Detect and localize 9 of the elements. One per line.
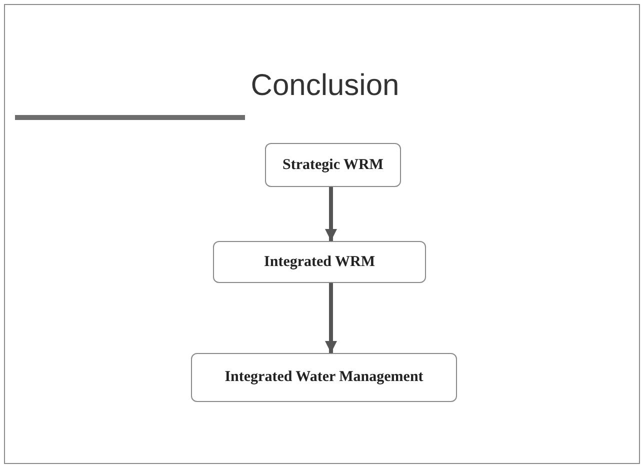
process-box: [265, 143, 401, 187]
process-box: [191, 353, 457, 402]
process-box: [213, 241, 426, 283]
box-label: Integrated WRM: [264, 252, 375, 272]
box-label: Strategic WRM: [282, 156, 384, 175]
arrow: [325, 283, 337, 353]
slide-title: Conclusion: [250, 68, 400, 104]
box-label: Integrated Water Management: [224, 368, 424, 388]
arrow: [325, 187, 337, 241]
